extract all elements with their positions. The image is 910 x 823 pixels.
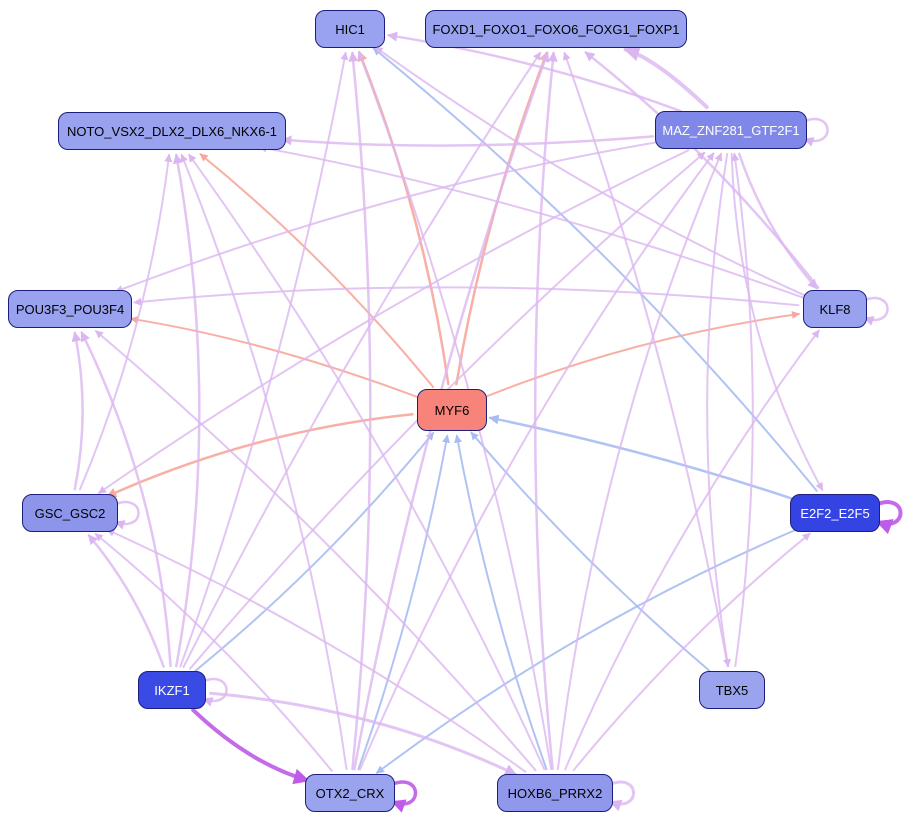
edge-MAZ-FOXD1 xyxy=(623,45,709,110)
edge-IKZF1-GSC xyxy=(87,534,165,668)
edge-OTX2-OTX2 xyxy=(391,780,418,813)
edge-MYF6-KLF8 xyxy=(485,310,800,398)
node-FOXD1[interactable]: FOXD1_FOXO1_FOXO6_FOXG1_FOXP1 xyxy=(425,10,687,48)
edge-IKZF1-OTX2 xyxy=(191,708,310,785)
edge-HOXB6-GSC xyxy=(106,528,527,773)
edge-IKZF1-FOXD1 xyxy=(182,51,542,669)
edge-MYF6-NOTO xyxy=(199,153,435,389)
node-E2F2[interactable]: E2F2_E2F5 xyxy=(790,494,880,532)
edge-KLF8-NOTO xyxy=(258,144,804,299)
edge-GSC-GSC xyxy=(114,500,140,530)
node-TBX5[interactable]: TBX5 xyxy=(699,671,765,709)
edge-E2F2-E2F2 xyxy=(875,500,903,535)
edge-IKZF1-NOTO xyxy=(172,153,201,668)
edge-KLF8-POU3F3 xyxy=(133,286,800,307)
edge-MYF6-POU3F3 xyxy=(130,315,419,398)
edge-HOXB6-MYF6 xyxy=(454,434,548,771)
edge-GSC-NOTO xyxy=(79,153,173,491)
node-MYF6[interactable]: MYF6 xyxy=(417,389,487,431)
node-POU3F3[interactable]: POU3F3_POU3F4 xyxy=(8,290,132,328)
edge-MAZ-MAZ xyxy=(803,117,829,147)
edge-HOXB6-KLF8 xyxy=(564,329,820,771)
edge-IKZF1-HIC1 xyxy=(179,51,349,668)
edge-OTX2-MYF6 xyxy=(357,434,451,771)
node-KLF8[interactable]: KLF8 xyxy=(803,290,867,328)
edge-KLF8-KLF8 xyxy=(863,296,889,326)
edge-KLF8-HIC1 xyxy=(374,46,806,297)
edge-HOXB6-NOTO xyxy=(188,153,546,771)
edge-OTX2-HIC1 xyxy=(348,51,372,771)
node-HIC1[interactable]: HIC1 xyxy=(315,10,385,48)
node-NOTO[interactable]: NOTO_VSX2_DLX2_DLX6_NKX6-1 xyxy=(58,112,286,150)
edge-E2F2-MYF6 xyxy=(488,414,796,501)
edge-HOXB6-HOXB6 xyxy=(609,780,635,812)
node-GSC[interactable]: GSC_GSC2 xyxy=(22,494,118,532)
edge-OTX2-MAZ xyxy=(359,152,715,771)
edge-MAZ-POU3F3 xyxy=(114,140,662,293)
edge-IKZF1-HOXB6 xyxy=(209,691,518,776)
edge-TBX5-MYF6 xyxy=(470,431,711,672)
edge-HOXB6-POU3F3 xyxy=(95,330,537,772)
node-IKZF1[interactable]: IKZF1 xyxy=(138,671,206,709)
edge-IKZF1-IKZF1 xyxy=(202,677,228,707)
node-MAZ[interactable]: MAZ_ZNF281_GTF2F1 xyxy=(655,111,807,149)
node-OTX2[interactable]: OTX2_CRX xyxy=(305,774,395,812)
edge-MAZ-KLF8 xyxy=(737,152,818,290)
edge-TBX5-MAZ xyxy=(731,152,754,668)
edge-HOXB6-E2F2 xyxy=(572,532,811,772)
edge-E2F2-HIC1 xyxy=(372,47,818,492)
edge-HOXB6-FOXD1 xyxy=(533,51,558,771)
edge-GSC-POU3F3 xyxy=(71,331,84,491)
edge-MAZ-E2F2 xyxy=(730,153,824,491)
edge-MAZ-TBX5 xyxy=(706,153,731,668)
edge-HOXB6-MAZ xyxy=(556,152,723,770)
edge-IKZF1-POU3F3 xyxy=(80,331,172,668)
edge-OTX2-NOTO xyxy=(180,153,348,771)
edge-TBX5-FOXD1 xyxy=(562,51,729,668)
edge-MYF6-FOXD1 xyxy=(455,51,549,386)
edge-E2F2-OTX2 xyxy=(376,528,799,774)
edge-MAZ-NOTO xyxy=(281,135,655,147)
node-HOXB6[interactable]: HOXB6_PRRX2 xyxy=(497,774,613,812)
edge-IKZF1-MYF6 xyxy=(194,432,435,672)
edge-OTX2-GSC xyxy=(94,533,333,772)
